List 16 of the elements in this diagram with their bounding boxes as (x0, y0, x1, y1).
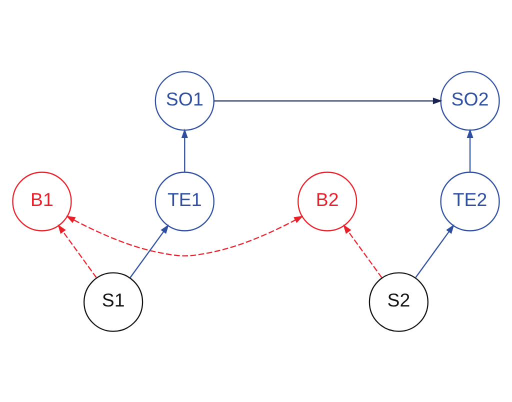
arrow (343, 224, 382, 278)
node-circle: B1 (12, 171, 72, 231)
arrow (214, 97, 442, 104)
node-circle: TE1 (154, 171, 214, 231)
node-circle: TE2 (440, 171, 500, 231)
arrow (130, 224, 169, 278)
node-circle: S2 (368, 272, 428, 332)
node-circle: S1 (84, 272, 144, 332)
node-circle: SO1 (154, 70, 214, 130)
arrow (181, 128, 188, 172)
arrow (66, 215, 304, 256)
arrow (58, 224, 97, 278)
node-circle: SO2 (440, 70, 500, 130)
arrow (415, 224, 454, 278)
node-circle: B2 (298, 171, 358, 231)
arrow (466, 128, 474, 172)
